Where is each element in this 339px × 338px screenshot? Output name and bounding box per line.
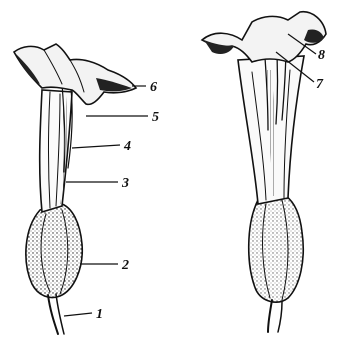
right-labels: 7 8	[316, 48, 325, 92]
label-3: 3	[121, 176, 129, 191]
label-4: 4	[123, 139, 131, 154]
label-6: 6	[150, 80, 157, 95]
left-corolla-tube	[40, 90, 72, 212]
label-2: 2	[121, 258, 129, 273]
left-calyx	[26, 204, 82, 298]
label-7: 7	[316, 77, 324, 92]
right-calyx	[249, 196, 304, 302]
right-stalk	[268, 300, 272, 332]
label-5: 5	[152, 110, 159, 125]
right-flower	[202, 12, 326, 332]
label-1: 1	[96, 307, 103, 322]
left-leader-lines	[64, 86, 148, 316]
label-8: 8	[318, 48, 325, 63]
